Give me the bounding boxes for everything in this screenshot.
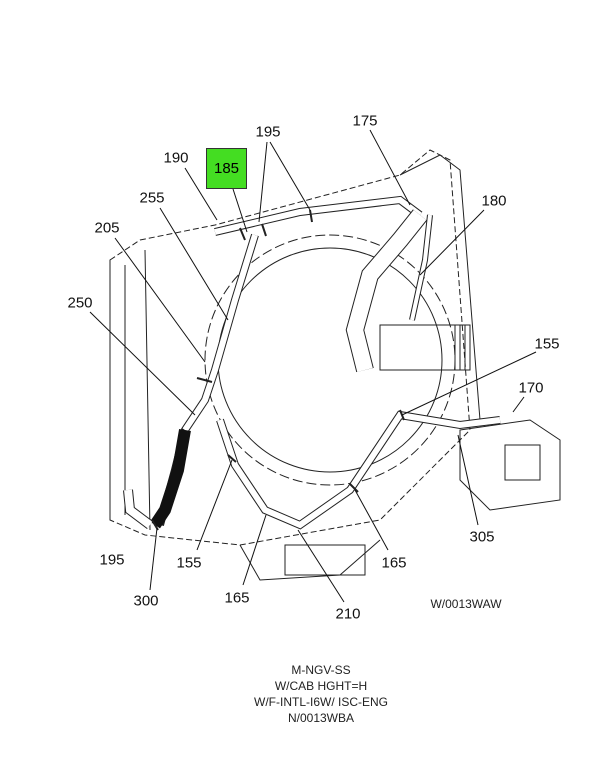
callout-180[interactable]: 180	[481, 192, 507, 210]
callout-170[interactable]: 170	[518, 379, 544, 397]
callout-175[interactable]: 175	[352, 112, 378, 130]
callout-305[interactable]: 305	[469, 528, 495, 546]
callout-165[interactable]: 165	[381, 554, 407, 572]
callout-195[interactable]: 195	[255, 123, 281, 141]
leader-lines	[89, 129, 537, 603]
callout-205[interactable]: 205	[94, 219, 120, 237]
callout-210[interactable]: 210	[335, 605, 361, 623]
callout-250[interactable]: 250	[67, 294, 93, 312]
callout-300[interactable]: 300	[133, 592, 159, 610]
callout-190[interactable]: 190	[163, 149, 189, 167]
callout-195[interactable]: 195	[99, 551, 125, 569]
callout-155[interactable]: 155	[534, 335, 560, 353]
reference-code: W/0013WAW	[430, 597, 502, 611]
note-line: N/0013WBA	[287, 711, 355, 725]
callout-255[interactable]: 255	[139, 189, 165, 207]
callout-155[interactable]: 155	[176, 554, 202, 572]
callout-165[interactable]: 165	[224, 589, 250, 607]
note-line: W/F-INTL-I6W/ ISC-ENG	[254, 695, 388, 709]
callout-185-highlighted[interactable]: 185	[206, 148, 247, 189]
note-line: M-NGV-SS	[291, 663, 351, 677]
note-line: W/CAB HGHT=H	[274, 679, 368, 693]
applicability-notes: M-NGV-SS W/CAB HGHT=H W/F-INTL-I6W/ ISC-…	[254, 662, 388, 726]
